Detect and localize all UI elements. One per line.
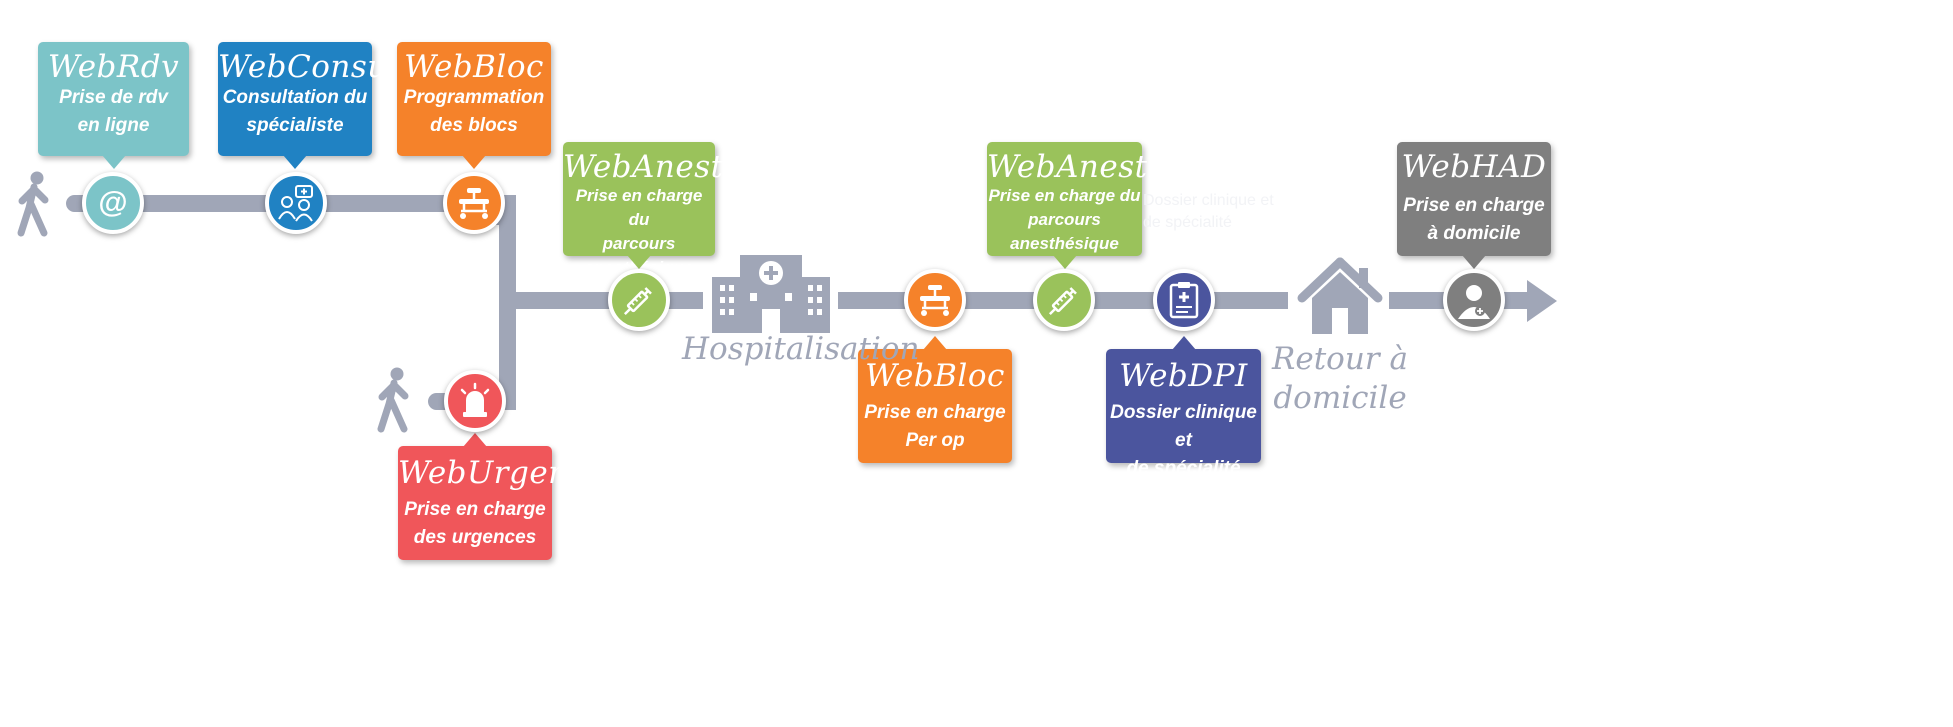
card-title: WebAnesth <box>563 149 745 185</box>
doctors-consultation-icon <box>278 185 313 222</box>
card-webconsult: WebConsult Consultation du spécialiste <box>218 42 412 169</box>
card-title: WebHAD <box>1401 149 1547 185</box>
card-desc: Prise en charge du parcours anesthésique <box>988 186 1141 254</box>
card-desc: Prise en charge des urgences <box>404 499 546 549</box>
at-sign-icon: @ <box>98 186 128 219</box>
card-desc: Consultation du spécialiste <box>222 87 368 137</box>
track-main-1 <box>499 292 703 309</box>
card-desc: Dossier clinique et de spécialité <box>1110 402 1257 480</box>
card-desc: Prise en charge du parcours anesthésique <box>575 186 703 278</box>
card-webdpi: WebDPI Dossier clinique et de spécialité <box>1106 336 1261 479</box>
operating-table-icon <box>459 188 489 219</box>
stage-label-hospitalisation: Hospitalisation <box>682 331 920 367</box>
node-webbloc-programmation <box>443 172 505 234</box>
node-webbloc-perop <box>904 269 966 331</box>
card-webrdv: WebRdv Prise de rdv en ligne <box>38 42 189 169</box>
card-webanesth-1: WebAnesth Prise en charge du parcours an… <box>563 142 745 277</box>
card-title: WebRdv <box>47 49 180 85</box>
card-desc: Prise en charge à domicile <box>1403 195 1545 245</box>
hospital-building-icon <box>712 255 830 333</box>
node-webrdv: @ <box>82 172 144 234</box>
emergency-siren-icon <box>460 382 490 417</box>
node-webconsult <box>265 172 327 234</box>
node-weburgences <box>444 370 506 432</box>
card-webbloc-perop: WebBloc Prise en charge Per op <box>858 336 1012 463</box>
node-webdpi <box>1153 269 1215 331</box>
card-desc: Prise en charge Per op <box>864 402 1006 452</box>
faint-ghost-text: Dossier clinique et de spécialité <box>1143 192 1274 231</box>
card-title: WebBloc <box>404 49 544 85</box>
walking-person-icon <box>17 171 49 237</box>
patient-avatar-icon <box>1458 285 1490 319</box>
medical-clipboard-icon <box>1169 282 1199 319</box>
walking-person-icon <box>377 367 409 433</box>
house-icon <box>1297 257 1383 334</box>
card-webhad: WebHAD Prise en charge à domicile <box>1397 142 1551 269</box>
card-webbloc-programmation: WebBloc Programmation des blocs <box>397 42 551 169</box>
card-desc: Prise de rdv en ligne <box>59 87 168 137</box>
card-weburgences: WebUrgences Prise en charge des urgences <box>398 433 622 560</box>
card-desc: Programmation des blocs <box>403 87 545 137</box>
operating-table-icon <box>920 285 950 316</box>
card-title: WebUrgences <box>398 455 622 491</box>
node-webanesth-2 <box>1033 269 1095 331</box>
stage-label-retour-domicile: Retour à domicile <box>1272 341 1408 416</box>
node-webanesth-1 <box>608 269 670 331</box>
card-title: WebDPI <box>1119 358 1248 394</box>
node-webhad <box>1443 269 1505 331</box>
flow-arrow-head <box>1527 280 1557 322</box>
card-title: WebAnesth <box>987 149 1169 185</box>
card-title: WebBloc <box>865 358 1005 394</box>
card-title: WebConsult <box>218 49 412 85</box>
syringe-icon <box>623 287 652 316</box>
syringe-icon <box>1048 287 1077 316</box>
card-webanesth-2: WebAnesth Prise en charge du parcours an… <box>987 142 1169 269</box>
